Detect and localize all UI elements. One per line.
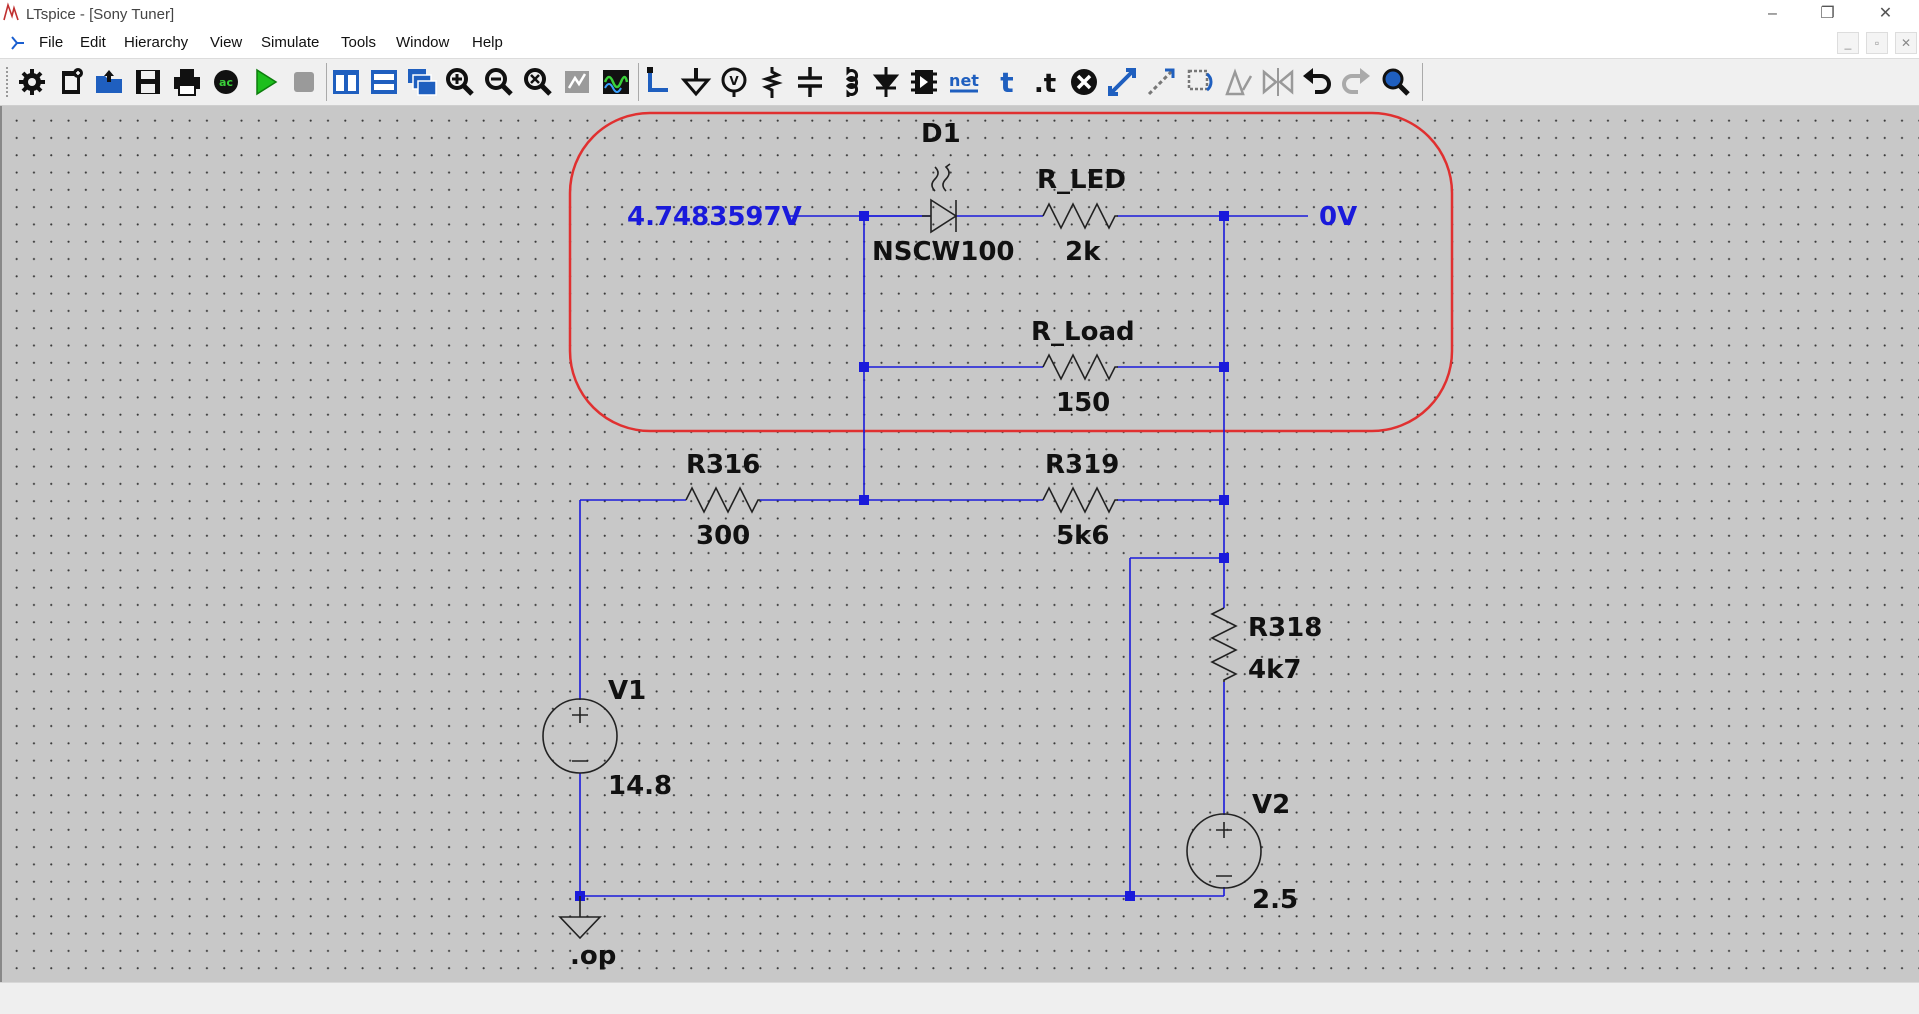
d1-name-label: D1 — [921, 119, 961, 149]
save-icon[interactable] — [130, 64, 166, 100]
r319-name-label: R319 — [1045, 450, 1119, 480]
ltspice-app-icon — [3, 2, 19, 21]
svg-text:V: V — [729, 74, 739, 88]
v1-value-label: 14.8 — [608, 771, 672, 801]
resistor-r319[interactable] — [1042, 486, 1118, 514]
zoom-out-icon[interactable] — [481, 64, 517, 100]
menu-bar: File Edit Hierarchy View Simulate Tools … — [0, 28, 1919, 59]
schematic-drawing: 4.7483597V 0V D1 NSCW100 R_LED 2k R_Load… — [542, 111, 1454, 971]
menu-view[interactable]: View — [210, 34, 243, 51]
schematic-canvas[interactable]: 4.7483597V 0V D1 NSCW100 R_LED 2k R_Load… — [0, 106, 1919, 982]
run-icon[interactable] — [247, 64, 283, 100]
toolbar: ac V — [0, 59, 1919, 106]
spice-directive-op[interactable]: .op — [570, 941, 616, 971]
toolbar-separator — [326, 63, 327, 101]
menu-help[interactable]: Help — [472, 34, 503, 51]
status-bar — [0, 982, 1919, 1014]
r-led-name-label: R_LED — [1037, 165, 1126, 195]
r-led-value-label: 2k — [1065, 237, 1101, 267]
inductor-icon[interactable] — [830, 64, 866, 100]
title-bar: LTspice - [Sony Tuner] – ❐ ✕ — [0, 0, 1919, 28]
rotate-icon[interactable] — [1182, 64, 1218, 100]
junction-dots — [575, 211, 1229, 901]
halt-icon[interactable] — [286, 64, 322, 100]
d1-value-label: NSCW100 — [872, 237, 1015, 267]
zoom-in-icon[interactable] — [442, 64, 478, 100]
spice-directive-icon[interactable]: .t — [1027, 64, 1063, 100]
mirror-icon[interactable] — [1221, 64, 1257, 100]
menu-tools[interactable]: Tools — [341, 34, 377, 51]
move-icon[interactable] — [1104, 64, 1140, 100]
undo-icon[interactable] — [1299, 64, 1335, 100]
node-voltage-left-label: 4.7483597V — [627, 202, 802, 232]
redo-icon[interactable] — [1338, 64, 1374, 100]
wires — [579, 215, 1308, 897]
delete-icon[interactable] — [1066, 64, 1102, 100]
diode-icon[interactable] — [868, 64, 904, 100]
resistor-r-led[interactable] — [1042, 202, 1118, 230]
r316-value-label: 300 — [696, 521, 750, 551]
mdi-restore-button[interactable]: ▫ — [1866, 32, 1888, 54]
highlight-outline — [568, 111, 1454, 433]
label-net-icon[interactable]: V — [716, 64, 752, 100]
toolbar-separator — [1422, 63, 1423, 101]
capacitor-icon[interactable] — [792, 64, 828, 100]
menu-simulate[interactable]: Simulate — [261, 34, 320, 51]
resistor-icon[interactable] — [754, 64, 790, 100]
v2-value-label: 2.5 — [1252, 885, 1298, 915]
r318-name-label: R318 — [1248, 613, 1322, 643]
waveform-viewer-icon[interactable] — [598, 64, 634, 100]
menu-hierarchy[interactable]: Hierarchy — [124, 34, 189, 51]
resistor-r316[interactable] — [685, 486, 760, 514]
v1-name-label: V1 — [608, 676, 646, 706]
v2-name-label: V2 — [1252, 790, 1290, 820]
mdi-minimize-button[interactable]: _ — [1837, 32, 1859, 54]
schematic-doc-icon[interactable] — [8, 33, 28, 53]
control-panel-gear-icon[interactable] — [14, 64, 50, 100]
voltage-source-v2[interactable] — [1186, 813, 1262, 889]
drag-icon[interactable] — [1143, 64, 1179, 100]
toolbar-grip[interactable] — [6, 67, 12, 97]
r-load-name-label: R_Load — [1031, 317, 1135, 347]
find-icon[interactable] — [1378, 64, 1414, 100]
diode-d1[interactable] — [922, 163, 958, 234]
voltage-source-v1[interactable] — [542, 698, 618, 774]
open-folder-icon[interactable] — [91, 64, 127, 100]
menu-file[interactable]: File — [39, 34, 64, 51]
r318-value-label: 4k7 — [1248, 655, 1301, 685]
node-voltage-right-label: 0V — [1319, 202, 1357, 232]
close-button[interactable]: ✕ — [1878, 5, 1893, 22]
ground-symbol[interactable] — [558, 896, 602, 940]
svg-text:.t: .t — [1034, 69, 1056, 99]
ground-icon[interactable] — [678, 64, 714, 100]
r316-name-label: R316 — [686, 450, 760, 480]
ac-analysis-icon[interactable]: ac — [208, 64, 244, 100]
new-schematic-icon[interactable] — [53, 64, 89, 100]
zoom-fit-icon[interactable] — [520, 64, 556, 100]
resistor-r318[interactable] — [1210, 607, 1238, 682]
r-load-value-label: 150 — [1056, 388, 1110, 418]
svg-text:t: t — [1000, 66, 1013, 99]
svg-text:ac: ac — [219, 76, 233, 89]
draw-wire-icon[interactable] — [640, 64, 676, 100]
window-title: LTspice - [Sony Tuner] — [26, 6, 175, 23]
component-icon[interactable] — [906, 64, 942, 100]
menu-edit[interactable]: Edit — [80, 34, 106, 51]
print-icon[interactable] — [169, 64, 205, 100]
resistor-r-load[interactable] — [1042, 353, 1118, 381]
toolbar-separator — [638, 63, 639, 101]
tile-vertical-icon[interactable] — [328, 64, 364, 100]
mirror-horizontal-icon[interactable] — [1260, 64, 1296, 100]
net-name-icon[interactable]: net — [946, 64, 982, 100]
autorange-icon[interactable] — [559, 64, 595, 100]
minimize-button[interactable]: – — [1768, 5, 1777, 22]
mdi-close-button[interactable]: ✕ — [1895, 32, 1917, 54]
text-icon[interactable]: t — [989, 64, 1025, 100]
r319-value-label: 5k6 — [1056, 521, 1109, 551]
restore-button[interactable]: ❐ — [1820, 5, 1835, 22]
svg-text:net: net — [949, 71, 979, 90]
cascade-windows-icon[interactable] — [404, 64, 440, 100]
menu-window[interactable]: Window — [396, 34, 450, 51]
tile-horizontal-icon[interactable] — [366, 64, 402, 100]
